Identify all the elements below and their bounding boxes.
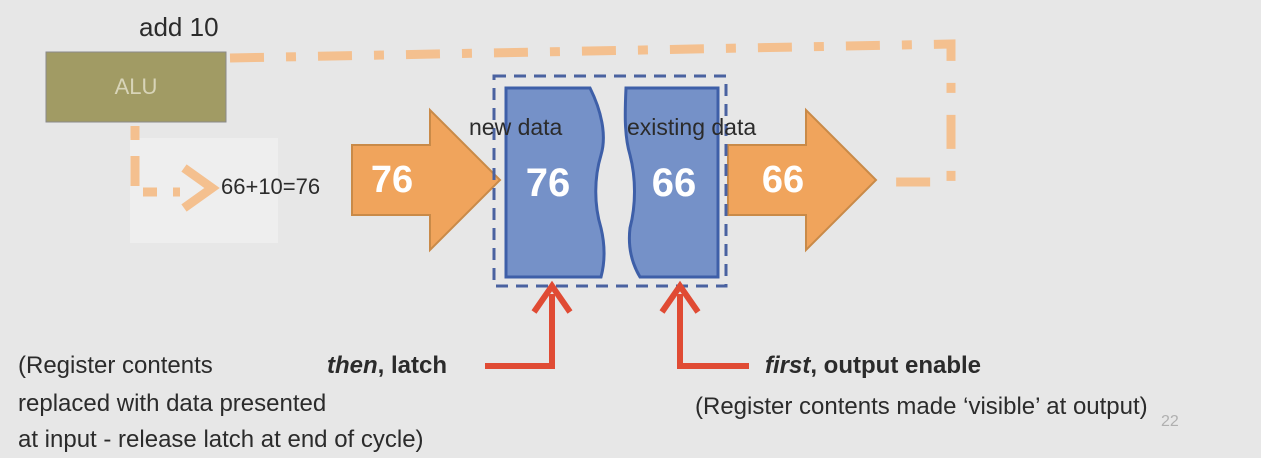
existing-data-latch xyxy=(623,86,720,279)
alu-box xyxy=(45,51,227,123)
alu-title: add 10 xyxy=(139,12,219,42)
output-arrow xyxy=(727,107,878,253)
alu-label: ALU xyxy=(114,74,158,99)
latch-description-line-3: at input - release latch at end of cycle… xyxy=(18,426,424,453)
latch-description-line-2: replaced with data presented xyxy=(18,390,327,417)
latch-description-line-1: (Register contents xyxy=(18,352,213,379)
feedback-path xyxy=(229,39,956,187)
output-enable-label: , output enable xyxy=(810,352,982,379)
output-enable-description: (Register contents made ‘visible’ at out… xyxy=(695,393,1148,420)
feedback-arrowhead xyxy=(181,164,220,212)
existing-data-label: existing data xyxy=(627,114,757,140)
latch-control-line xyxy=(485,294,555,369)
latch-caption: then, latch xyxy=(327,348,447,384)
latch-label: , latch xyxy=(377,352,448,379)
output-enable-emphasis: first xyxy=(765,352,811,379)
latch-emphasis: then xyxy=(327,352,378,379)
input-arrow xyxy=(351,107,502,253)
output-enable-caption: first, output enable xyxy=(765,348,981,384)
output-arrow-value: 66 xyxy=(761,159,805,201)
input-expression: 66+10=76 xyxy=(221,174,321,199)
existing-data-value: 66 xyxy=(651,161,697,205)
output-enable-control-arrowhead xyxy=(659,280,701,314)
output-enable-control-line xyxy=(677,294,749,369)
new-data-value: 76 xyxy=(525,161,571,205)
input-arrow-value: 76 xyxy=(370,159,414,201)
new-data-latch xyxy=(504,86,606,279)
latch-control-arrowhead xyxy=(531,280,573,314)
new-data-label: new data xyxy=(469,114,563,140)
slide-number: 22 xyxy=(1161,413,1179,430)
